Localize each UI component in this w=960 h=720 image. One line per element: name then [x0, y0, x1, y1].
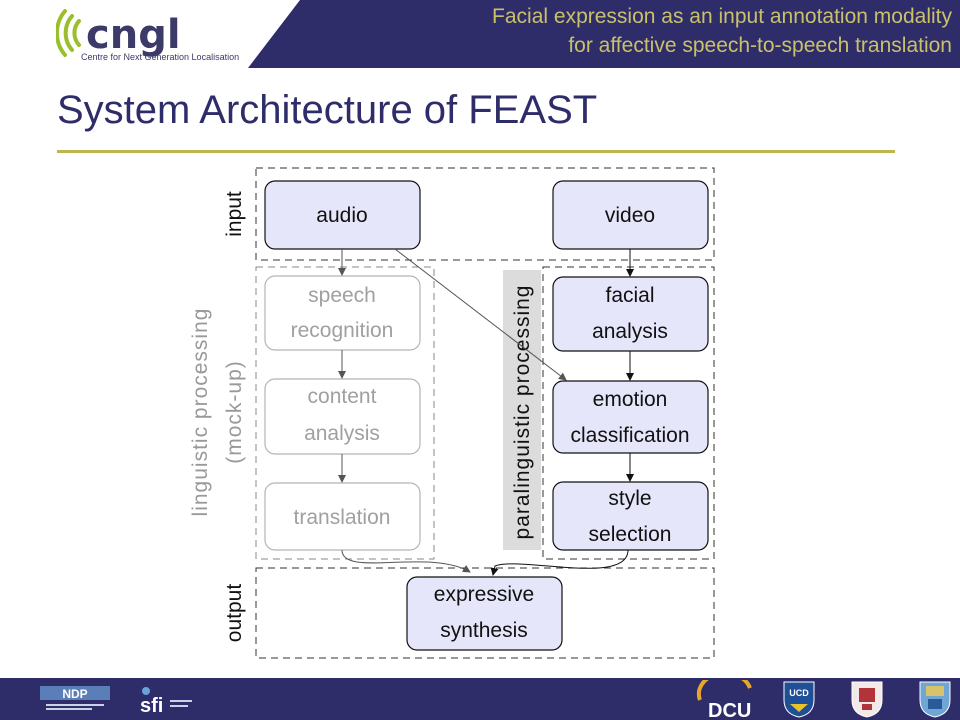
linguistic-region: [255, 266, 435, 560]
linguistic-label: linguistic processing: [189, 308, 212, 517]
output-label: output: [223, 584, 246, 643]
speech-recognition-text-2: recognition: [291, 319, 394, 342]
expressive-synthesis-text-2: synthesis: [440, 619, 528, 642]
page-title: System Architecture of FEAST: [57, 88, 598, 132]
mockup-label: (mock-up): [223, 360, 246, 464]
dcu-logo: DCU: [696, 680, 752, 720]
emotion-classification-text-1: emotion: [593, 388, 668, 411]
content-analysis-box: content analysis: [264, 378, 421, 455]
speech-recognition-box: speech recognition: [264, 275, 421, 351]
style-selection-text-1: style: [608, 487, 651, 510]
dcu-text: DCU: [708, 700, 751, 720]
style-selection-text-2: selection: [589, 523, 672, 546]
input-region: [255, 167, 715, 261]
sfi-text: sfi: [140, 695, 163, 716]
expressive-synthesis-box: expressive synthesis: [406, 576, 563, 651]
paralinguistic-label: paralinguistic processing: [511, 285, 534, 540]
paralinguistic-label-bg: [503, 270, 541, 550]
arrow-style-to-synthesis: [490, 549, 629, 576]
video-box: video: [552, 180, 709, 250]
ucd-crest: UCD: [783, 681, 815, 718]
ucd-text: UCD: [789, 688, 809, 698]
presentation-title-line2: for affective speech-to-speech translati…: [568, 34, 952, 57]
ndp-text: NDP: [62, 687, 87, 701]
logo-wordmark: cngl: [86, 12, 181, 58]
style-selection-box: style selection: [552, 481, 709, 551]
ndp-logo: NDP: [40, 686, 110, 710]
audio-box: audio: [264, 180, 421, 250]
facial-analysis-text-1: facial: [605, 284, 654, 307]
expressive-synthesis-text-1: expressive: [434, 583, 534, 606]
paralinguistic-region: [542, 266, 715, 560]
video-text: video: [605, 204, 655, 227]
header-band: [248, 0, 960, 68]
facial-analysis-text-2: analysis: [592, 320, 668, 343]
presentation-title-line1: Facial expression as an input annotation…: [492, 5, 952, 28]
presentation-title: Facial expression as an input annotation…: [312, 2, 952, 60]
content-analysis-text-2: analysis: [304, 422, 380, 445]
university-crest: [851, 681, 883, 718]
title-underline: [57, 150, 895, 153]
translation-text: translation: [294, 506, 391, 529]
facial-analysis-box: facial analysis: [552, 276, 709, 352]
cngl-logo: cngl: [56, 9, 181, 58]
content-analysis-text-1: content: [308, 385, 377, 408]
architecture-diagram: input linguistic processing (mock-up) pa…: [189, 167, 715, 659]
speech-recognition-text-1: speech: [308, 284, 376, 307]
arrow-translation-to-synthesis: [341, 549, 471, 573]
translation-box: translation: [264, 482, 421, 551]
audio-text: audio: [316, 204, 367, 227]
emotion-classification-text-2: classification: [570, 424, 689, 447]
footer-bar: NDP sfi DCU UCD: [0, 678, 960, 720]
output-region: [255, 567, 715, 659]
emotion-classification-box: emotion classification: [552, 380, 709, 454]
arrow-audio-to-emotion: [394, 248, 567, 381]
input-label: input: [223, 191, 246, 237]
sfi-logo: sfi: [140, 687, 192, 716]
trinity-crest: [919, 681, 951, 718]
logo-subtitle: Centre for Next Generation Localisation: [81, 52, 240, 62]
